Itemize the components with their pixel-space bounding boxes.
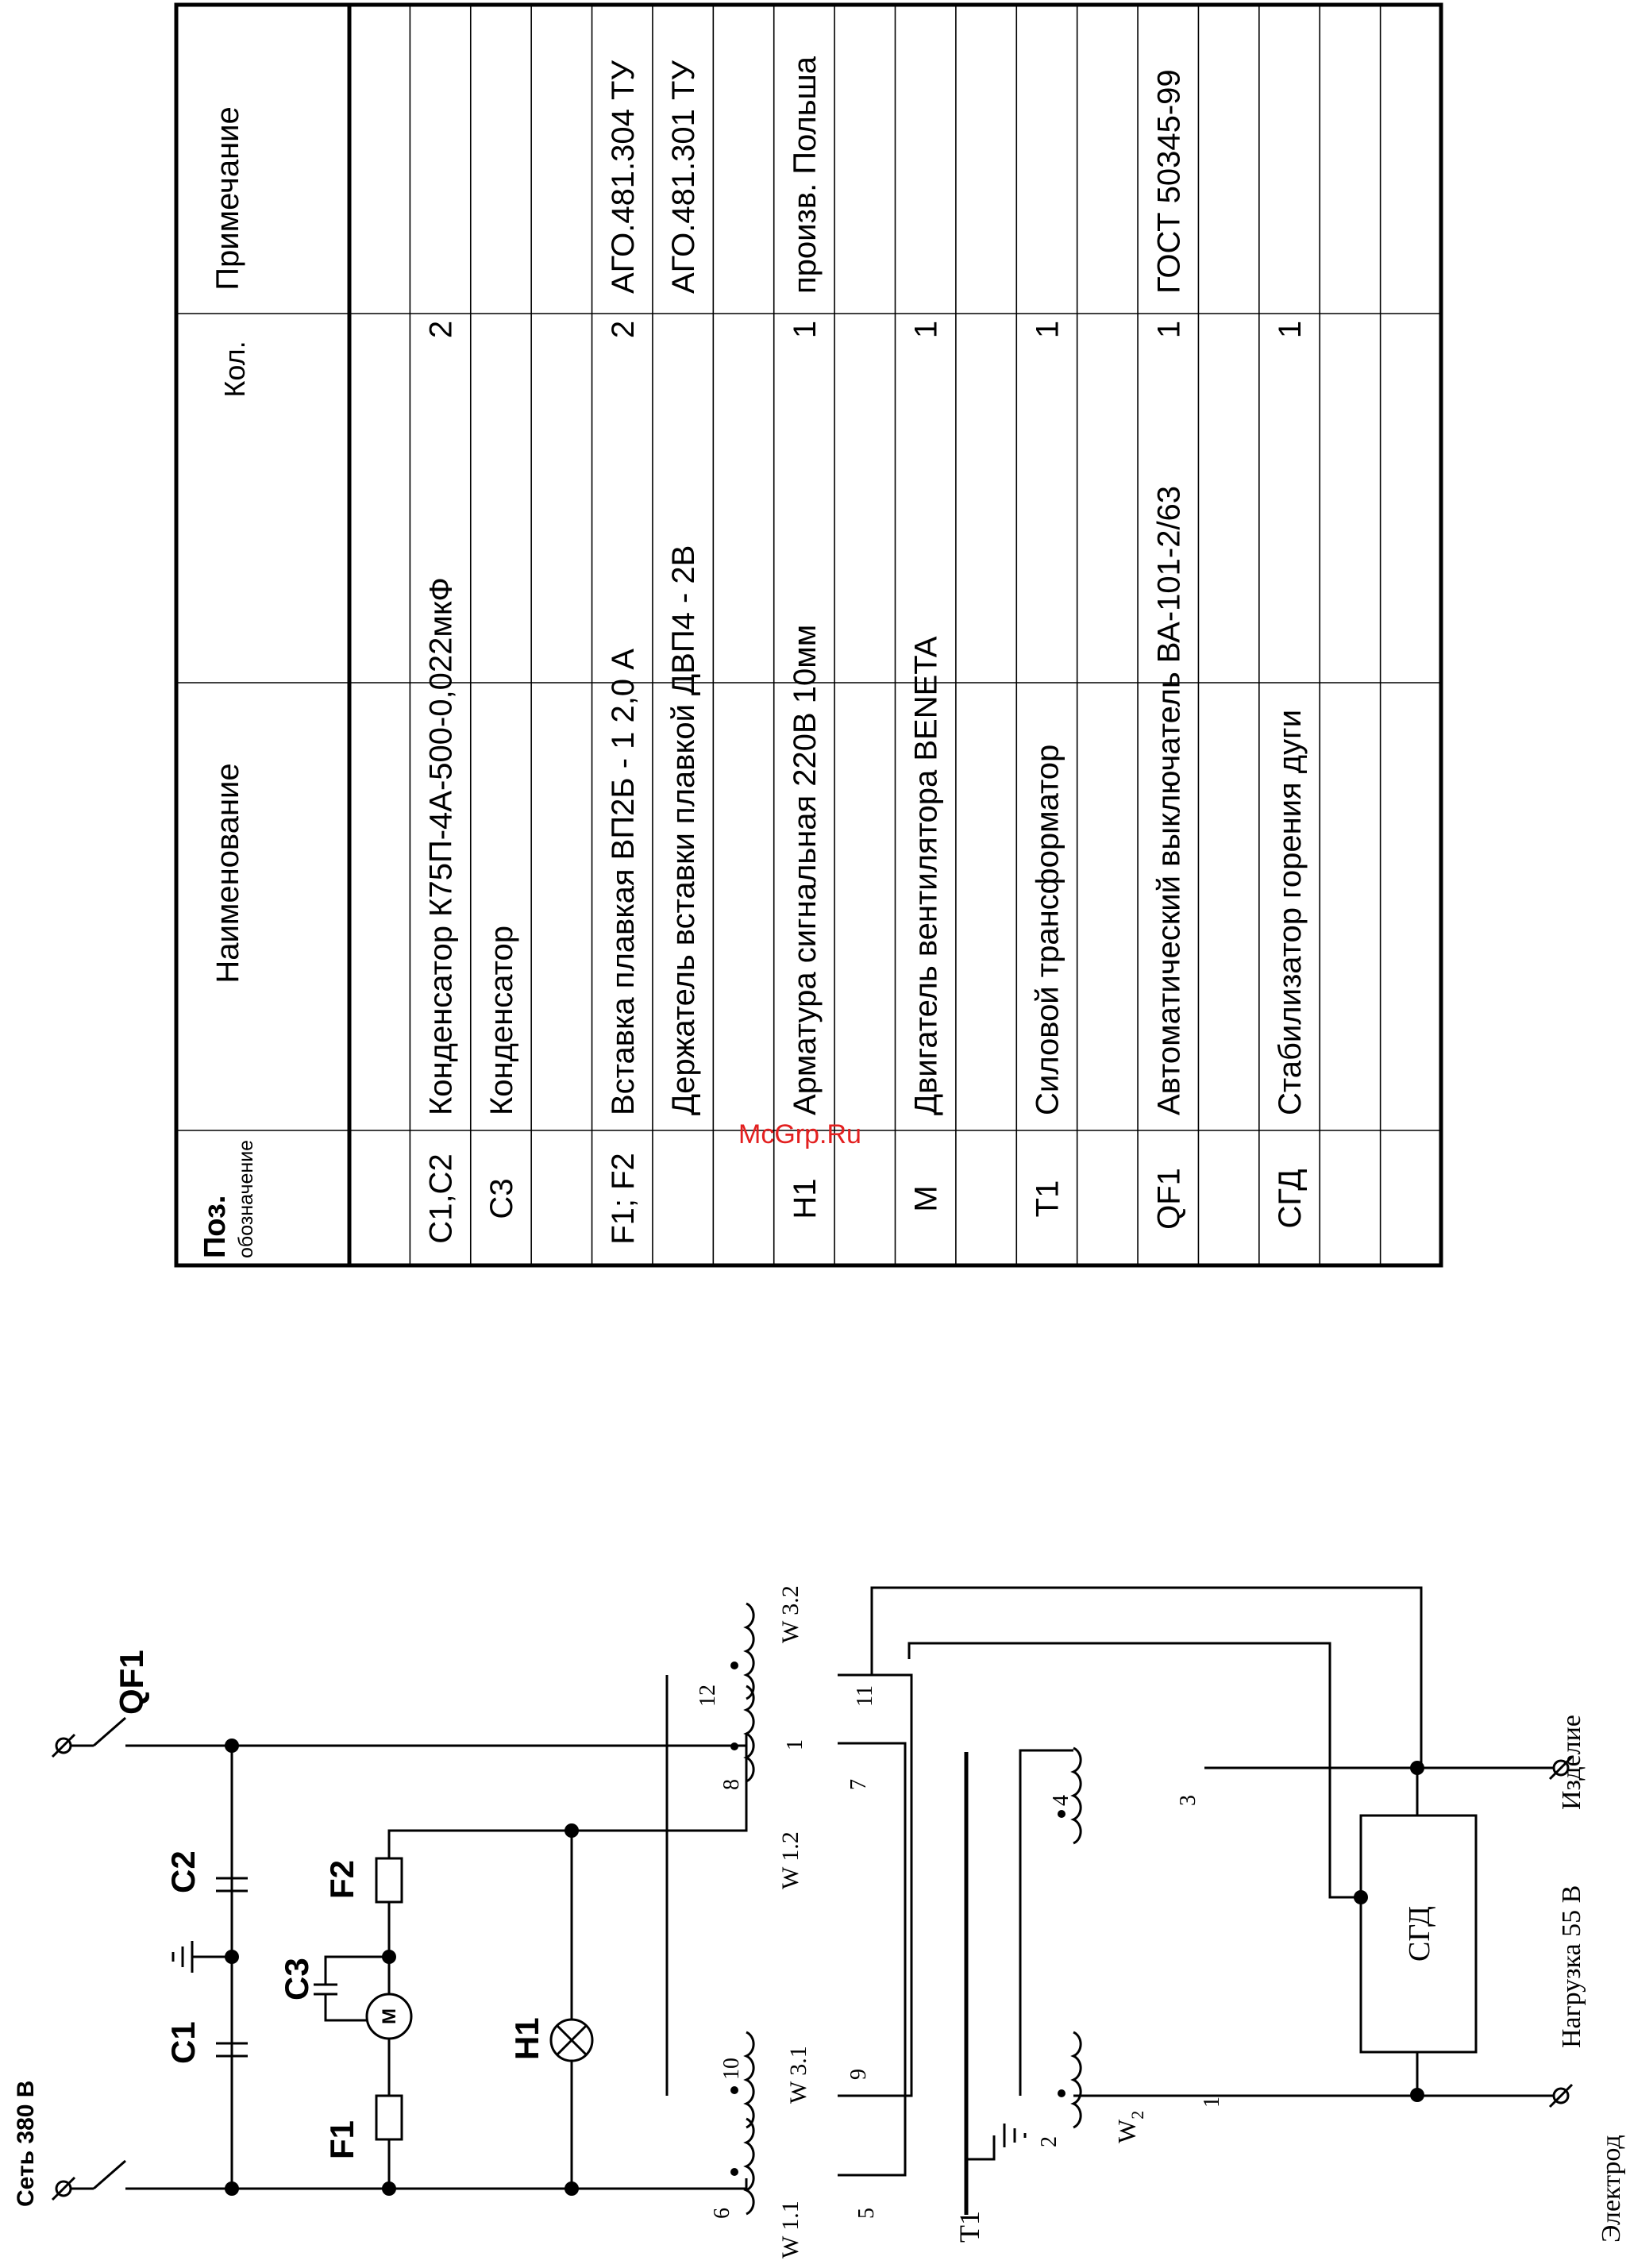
arc-stabilizer-sgd xyxy=(1359,1814,1478,2054)
label-load: Нагрузка 55 В xyxy=(1557,1885,1586,2048)
terminal-11: 11 xyxy=(853,1685,877,1707)
terminal-1-secondary: 1 xyxy=(1200,2097,1224,2108)
table-cell-name: Конденсатор xyxy=(484,926,519,1115)
label-electrode: Электрод xyxy=(1597,2135,1626,2243)
capacitor-c3 xyxy=(314,1955,389,2022)
label-w1-1: W 1.1 xyxy=(777,2201,803,2258)
terminal-3: 3 xyxy=(1176,1795,1200,1806)
table-cell-pos: F1; F2 xyxy=(606,1153,641,1245)
table-cell-qty: 2 xyxy=(424,321,459,338)
label-t1: T1 xyxy=(954,2211,985,2243)
table-cell-name: Силовой трансформатор xyxy=(1030,745,1065,1115)
header-qty: Кол. xyxy=(218,341,251,397)
header-name: Наименование xyxy=(210,763,245,983)
motor-label: M xyxy=(379,2008,400,2024)
output-terminal-electrode xyxy=(1548,2083,1574,2108)
terminal-10: 10 xyxy=(719,2058,744,2080)
terminal-9: 9 xyxy=(846,2069,871,2080)
table-cell-pos: QF1 xyxy=(1151,1168,1186,1230)
network-label: Сеть 380 В xyxy=(13,2081,39,2207)
table-cell-name: Стабилизатор горения дуги xyxy=(1273,710,1308,1115)
table-cells: C1,C2 Конденсатор К75П-4А-500-0,022мкФ 2C3… xyxy=(424,56,1308,1244)
table-cell-qty: 1 xyxy=(909,321,944,338)
table-cell-name: Держатель вставки плавкой ДВП4 - 2В xyxy=(666,545,701,1115)
parts-table: C1,C2 Конденсатор К75П-4А-500-0,022мкФ 2C3… xyxy=(174,2,1443,1268)
qf1-switch-2 xyxy=(71,1716,139,1747)
table-header: Поз. обозначение Наименование Кол. Приме… xyxy=(198,106,257,1258)
qf1-switch-1 xyxy=(71,2159,139,2190)
label-product: Изделие xyxy=(1557,1715,1586,1810)
header-pos-sub: обозначение xyxy=(235,1140,257,1258)
winding-w1-1 xyxy=(743,2117,755,2216)
table-cell-pos: СГД xyxy=(1273,1169,1308,1229)
circuit-schematic: Сеть 380 В QF1 xyxy=(13,1585,1626,2258)
label-w3-2: W 3.2 xyxy=(777,1585,803,1643)
label-f1: F1 xyxy=(323,2120,360,2159)
label-c2: C2 xyxy=(164,1850,202,1893)
label-c3: C3 xyxy=(278,1958,315,2000)
winding-w2 xyxy=(1070,2031,1082,2129)
terminal-5: 5 xyxy=(854,2208,879,2219)
table-cell-qty: 1 xyxy=(1151,321,1186,338)
label-w1-2: W 1.2 xyxy=(777,1831,803,1889)
table-cell-pos: M xyxy=(909,1185,944,1211)
table-cell-qty: 2 xyxy=(606,321,641,338)
transformer-core-t1 xyxy=(964,1752,1027,2215)
winding-polarity-dots xyxy=(730,1662,1065,2176)
terminal-12: 12 xyxy=(696,1685,720,1707)
table-grid xyxy=(176,5,1441,1265)
label-w3-1: W 3.1 xyxy=(785,2046,811,2104)
table-cell-name: Двигатель вентилятора BENETA xyxy=(909,636,944,1115)
wire-f2-bus xyxy=(387,1829,572,1858)
table-cell-qty: 1 xyxy=(1273,321,1308,338)
label-qf1: QF1 xyxy=(113,1650,150,1715)
table-frame xyxy=(174,2,1443,1268)
table-cell-name: Арматура сигнальная 220В 10мм xyxy=(788,625,823,1115)
terminal-numbers: 6 5 10 9 8 7 1 12 11 4 3 2 1 xyxy=(696,1685,1224,2219)
table-cell-note: АГО.481.304 ТУ xyxy=(606,60,641,294)
header-note: Примечание xyxy=(210,106,245,291)
output-terminal-product xyxy=(1548,1755,1574,1781)
label-c1: C1 xyxy=(164,2021,202,2064)
table-cell-note: ГОСТ 50345-99 xyxy=(1151,69,1186,294)
table-cell-pos: T1 xyxy=(1030,1180,1065,1218)
label-f2: F2 xyxy=(323,1860,360,1899)
junction-dots xyxy=(225,1739,1424,2196)
ground-symbol-caps xyxy=(171,1941,232,1973)
table-cell-pos: C3 xyxy=(484,1178,519,1219)
winding-3-4 xyxy=(1070,1746,1082,1845)
winding-w3-1 xyxy=(743,2031,755,2129)
watermark: McGrp.Ru xyxy=(738,1119,861,1149)
header-pos: Поз. xyxy=(198,1196,232,1258)
table-cell-name: Вставка плавкая ВП2Б - 1 2,0 А xyxy=(606,649,641,1115)
label-h1: H1 xyxy=(508,2017,545,2060)
table-cell-pos: C1,C2 xyxy=(424,1153,459,1243)
table-cell-qty: 1 xyxy=(788,321,823,338)
winding-w3-2 xyxy=(743,1602,755,1700)
table-cell-qty: 1 xyxy=(1030,321,1065,338)
fuse-f2 xyxy=(375,1857,403,1904)
bus-phase-a xyxy=(139,2178,748,2190)
table-cell-note: произв. Польша xyxy=(788,56,823,294)
terminal-6: 6 xyxy=(710,2208,734,2219)
table-cell-note: АГО.481.301 ТУ xyxy=(666,60,701,294)
terminal-7: 7 xyxy=(846,1779,871,1790)
table-cell-name: Конденсатор К75П-4А-500-0,022мкФ xyxy=(424,577,459,1115)
transformer-wiring xyxy=(572,1586,1423,2177)
label-w2: W2 xyxy=(1112,2111,1147,2143)
table-cell-name: Автоматический выключатель ВА-101-2/63 xyxy=(1151,486,1186,1115)
table-cell-pos: H1 xyxy=(788,1178,823,1219)
terminal-4: 4 xyxy=(1049,1795,1073,1806)
terminal-1-primary: 1 xyxy=(783,1739,807,1750)
terminal-2: 2 xyxy=(1037,2136,1062,2147)
fuse-f1 xyxy=(375,2094,403,2141)
label-sgd: СГД xyxy=(1403,1906,1436,1962)
secondary-wiring xyxy=(1019,1749,1554,2097)
terminal-8: 8 xyxy=(719,1779,744,1790)
